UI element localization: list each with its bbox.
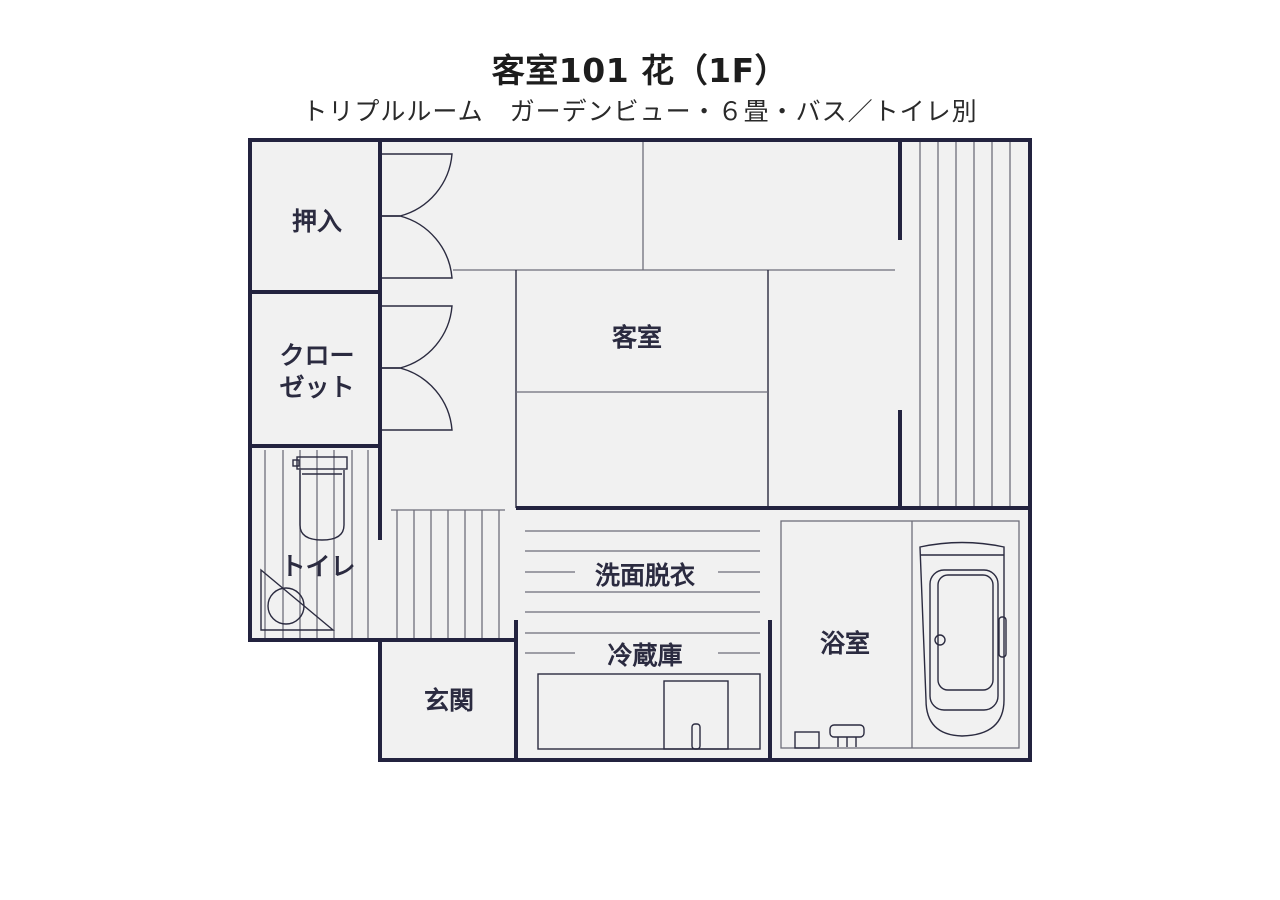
refrigerator-cabinet bbox=[537, 673, 761, 750]
room-label-closet-1: クロー bbox=[279, 341, 354, 370]
page-title: 客室101 花（1F） bbox=[491, 51, 789, 90]
sink-fixture-icon bbox=[260, 568, 335, 631]
room-label-guest-room: 客室 bbox=[612, 323, 662, 352]
room-label-refrigerator: 冷蔵庫 bbox=[607, 641, 682, 670]
toilet-fixture-icon bbox=[292, 456, 348, 541]
room-label-entrance: 玄関 bbox=[424, 686, 474, 715]
bathroom-fixtures bbox=[780, 520, 1020, 749]
room-label-oshiire: 押入 bbox=[292, 207, 342, 236]
toilet-floor-boards bbox=[264, 450, 369, 638]
washroom-lines bbox=[525, 530, 760, 654]
room-subtitle: トリプルルーム ガーデンビュー・６畳・バス／トイレ別 bbox=[302, 97, 978, 126]
room-label-closet-2: ゼット bbox=[279, 373, 354, 402]
hallway-boards bbox=[391, 509, 505, 638]
walls bbox=[248, 138, 1032, 762]
room-label-toilet: トイレ bbox=[280, 552, 355, 581]
room-label-bathroom: 浴室 bbox=[820, 629, 870, 658]
engawa-boards bbox=[919, 142, 1011, 506]
room-label-washroom: 洗面脱衣 bbox=[595, 561, 695, 590]
tatami-mats bbox=[453, 142, 895, 508]
closet-doors[interactable] bbox=[382, 153, 453, 431]
